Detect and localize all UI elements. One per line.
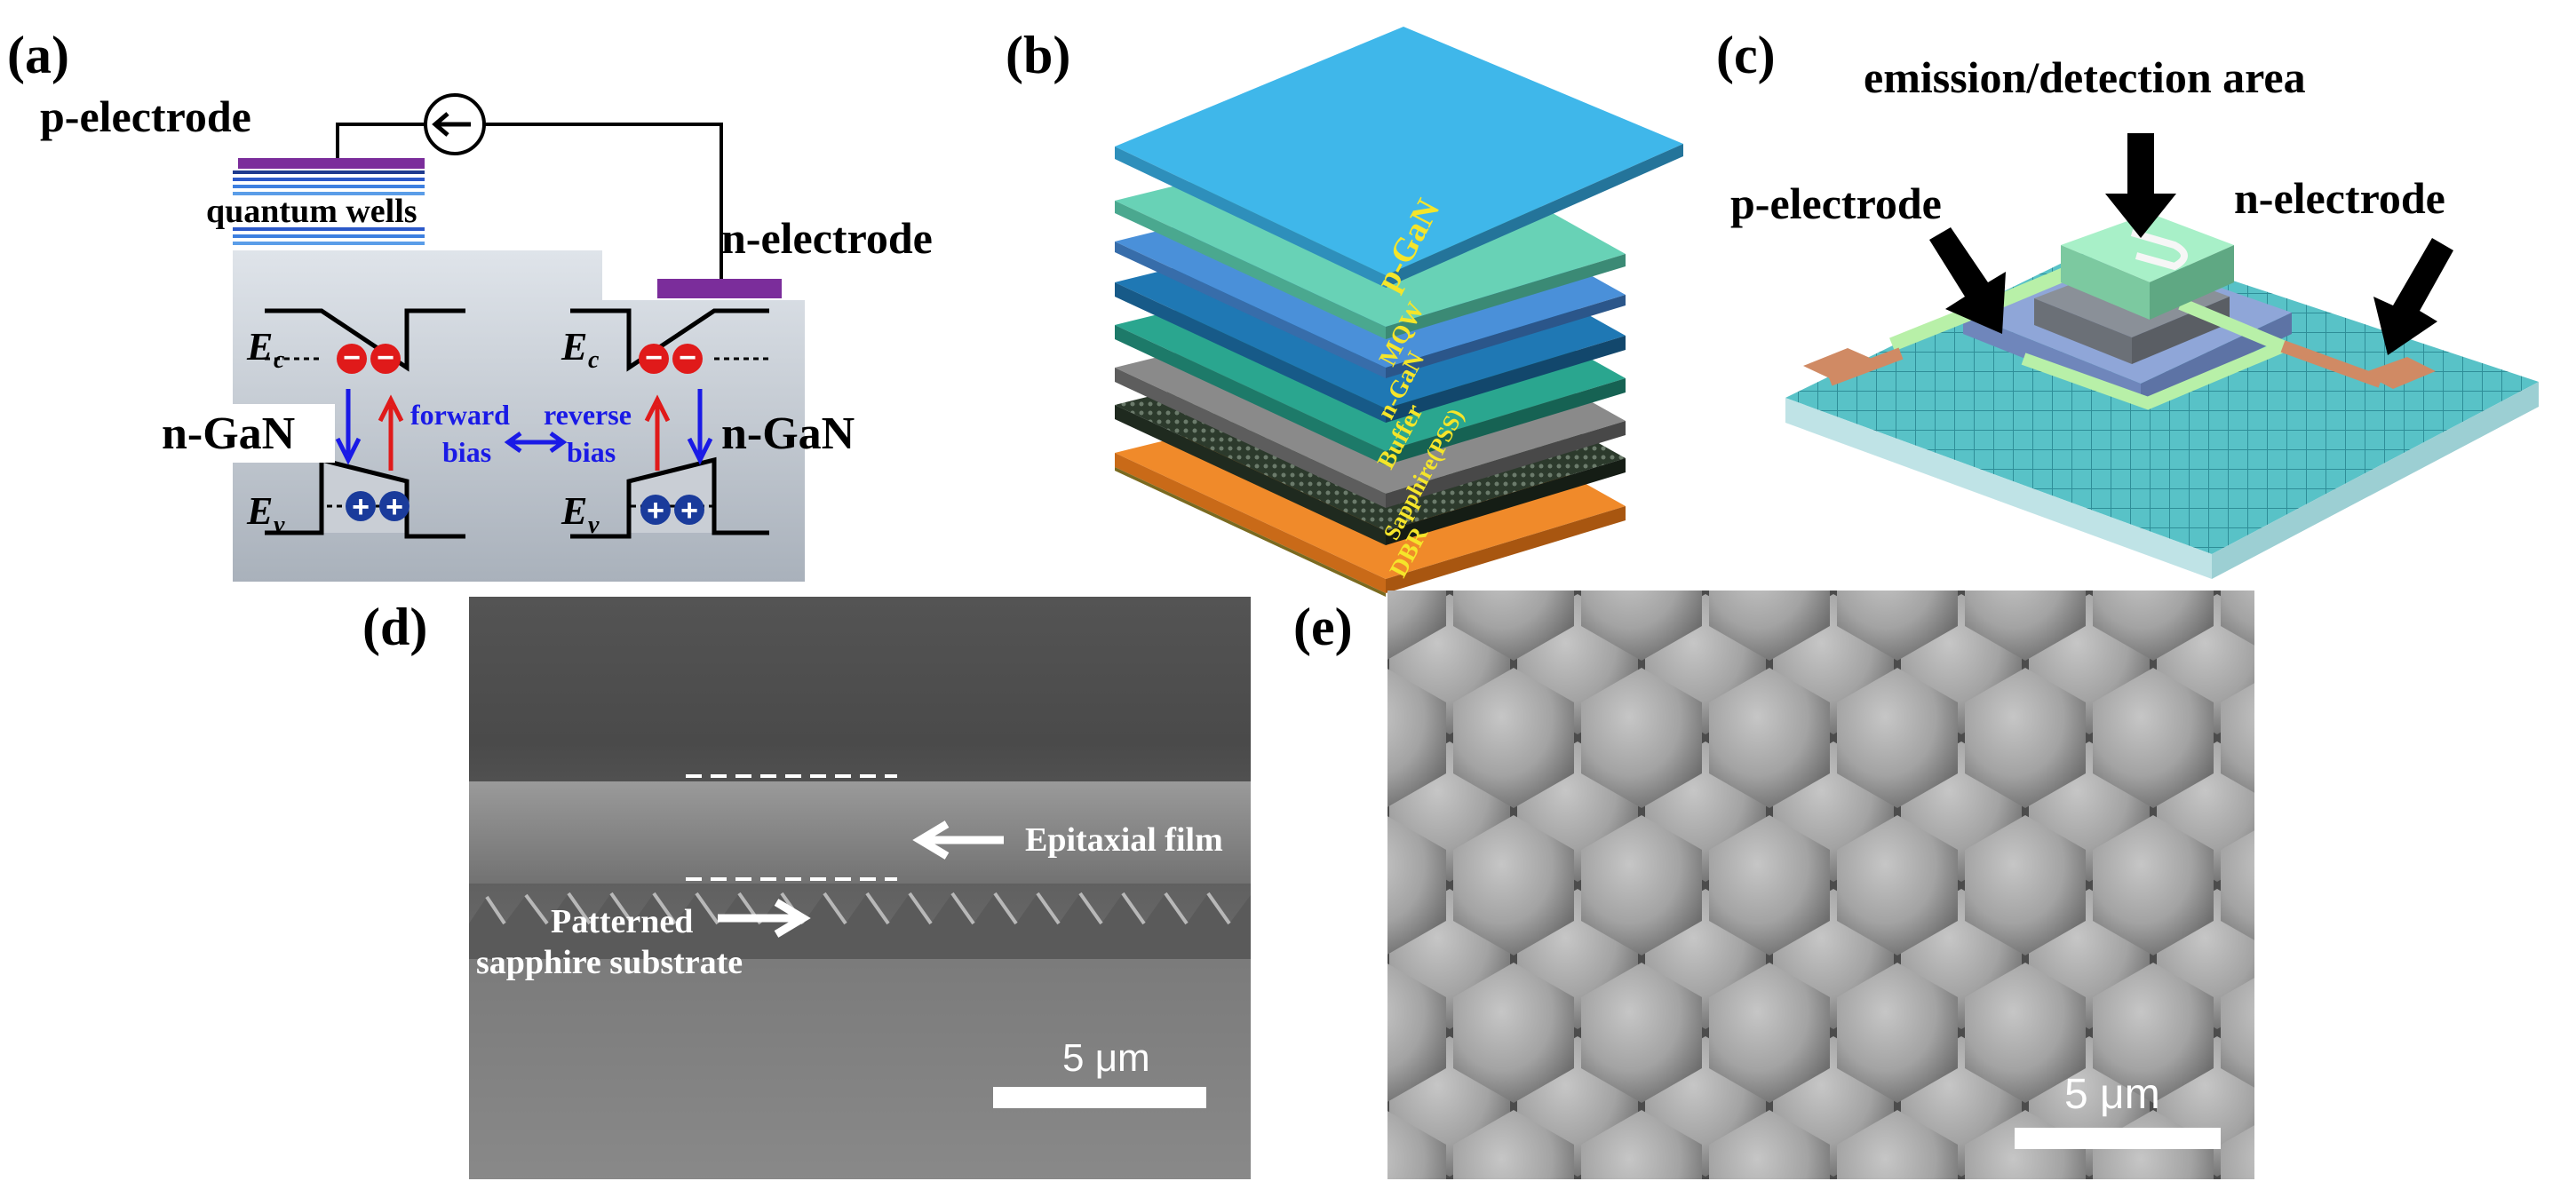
emission-u-trace bbox=[2130, 229, 2188, 271]
n-ring-line bbox=[2021, 297, 2300, 410]
ec-label-right: E bbox=[561, 325, 587, 369]
sem-top-view bbox=[1387, 591, 2254, 1179]
epitaxial-film-arrow bbox=[912, 820, 1004, 860]
current-source-arrow bbox=[432, 112, 471, 137]
pss-label-line2: sapphire substrate bbox=[476, 944, 743, 981]
n-electrode-line bbox=[2280, 340, 2383, 388]
panel-c-label: (c) bbox=[1716, 26, 1776, 84]
panel-c: (c) emission/detection area p-electrode … bbox=[1716, 26, 2539, 579]
pss-label-line1: Patterned bbox=[551, 903, 693, 940]
emission-area-label: emission/detection area bbox=[1864, 52, 2306, 102]
n-electrode-pad bbox=[657, 279, 782, 298]
forward-bias-line1: forward bbox=[410, 399, 510, 431]
panel-e-label: (e) bbox=[1293, 598, 1353, 656]
emission-block-side-r bbox=[2150, 245, 2234, 320]
emission-block-side bbox=[2061, 245, 2150, 320]
band-diagram-right: E c E v − − + + bbox=[561, 308, 769, 539]
scale-bar-e bbox=[2015, 1128, 2221, 1149]
n-electrode-label-a: n-electrode bbox=[721, 213, 933, 263]
forward-bias-line2: bias bbox=[442, 436, 491, 468]
ev-sub-right: v bbox=[588, 511, 600, 539]
electron-sign-1: − bbox=[343, 341, 361, 375]
p-electrode-pad bbox=[1803, 348, 1876, 380]
hole-sign-4: + bbox=[680, 494, 698, 527]
hole-sign-2: + bbox=[386, 490, 403, 524]
p-electrode-label-a: p-electrode bbox=[40, 91, 251, 141]
quantum-wells-label: quantum wells bbox=[206, 193, 417, 230]
ev-label-right: E bbox=[561, 489, 587, 533]
electron-sign-3: − bbox=[645, 341, 663, 375]
epitaxial-film-label: Epitaxial film bbox=[1025, 821, 1223, 859]
reverse-bias-line2: bias bbox=[567, 436, 616, 468]
n-gan-label-right: n-GaN bbox=[721, 408, 855, 459]
p-electrode-label-c: p-electrode bbox=[1730, 178, 1942, 228]
electron-sign-4: − bbox=[679, 341, 696, 375]
layer-pgan bbox=[1115, 27, 1683, 288]
ec-sub-left: c bbox=[274, 346, 285, 374]
ec-sub-right: c bbox=[588, 346, 600, 374]
panel-b-label: (b) bbox=[1006, 26, 1070, 84]
scale-bar-label-e: 5 μm bbox=[2064, 1071, 2160, 1118]
circuit-wire bbox=[336, 123, 723, 279]
n-gan-left-bg bbox=[155, 404, 335, 463]
n-electrode-label-c: n-electrode bbox=[2234, 173, 2445, 223]
ev-sub-left: v bbox=[274, 511, 285, 539]
ev-label-left: E bbox=[246, 489, 273, 533]
pss-arrow bbox=[718, 899, 811, 938]
quantum-wells-stack bbox=[233, 158, 425, 245]
mesa-mid-side bbox=[2034, 298, 2132, 364]
scale-bar-d bbox=[993, 1087, 1206, 1108]
ec-label-left: E bbox=[246, 325, 273, 369]
panel-d-label: (d) bbox=[362, 598, 427, 656]
electron-sign-2: − bbox=[377, 341, 394, 375]
sapphire-region bbox=[469, 959, 1251, 1179]
panel-a-label: (a) bbox=[7, 26, 69, 84]
panel-a: (a) p-electrode quantum wells n-electrod… bbox=[7, 26, 933, 582]
panel-d: (d) Epitaxial film Patterned sapphire su… bbox=[362, 597, 1251, 1179]
emission-block-top bbox=[2061, 213, 2234, 282]
scale-bar-label-d: 5 μm bbox=[1062, 1036, 1150, 1080]
n-electrode-pad bbox=[2363, 357, 2436, 389]
band-diagram-left: E c E v − − + + bbox=[246, 308, 465, 539]
panel-e: (e) 5 μm bbox=[1293, 591, 2254, 1179]
bias-double-arrow bbox=[504, 431, 568, 454]
arrow-to-emission bbox=[2105, 133, 2176, 238]
arrow-to-p-electrode bbox=[1929, 227, 2006, 334]
pss-highlights bbox=[485, 892, 1231, 925]
n-gan-label-left: n-GaN bbox=[162, 408, 295, 459]
arrow-to-n-electrode bbox=[2373, 238, 2453, 355]
hole-sign-1: + bbox=[352, 490, 370, 524]
hole-sign-3: + bbox=[647, 494, 664, 527]
panel-b: (b) bbox=[1006, 26, 1683, 597]
epitaxial-film-layer bbox=[469, 781, 1251, 884]
reverse-bias-line1: reverse bbox=[544, 399, 632, 431]
